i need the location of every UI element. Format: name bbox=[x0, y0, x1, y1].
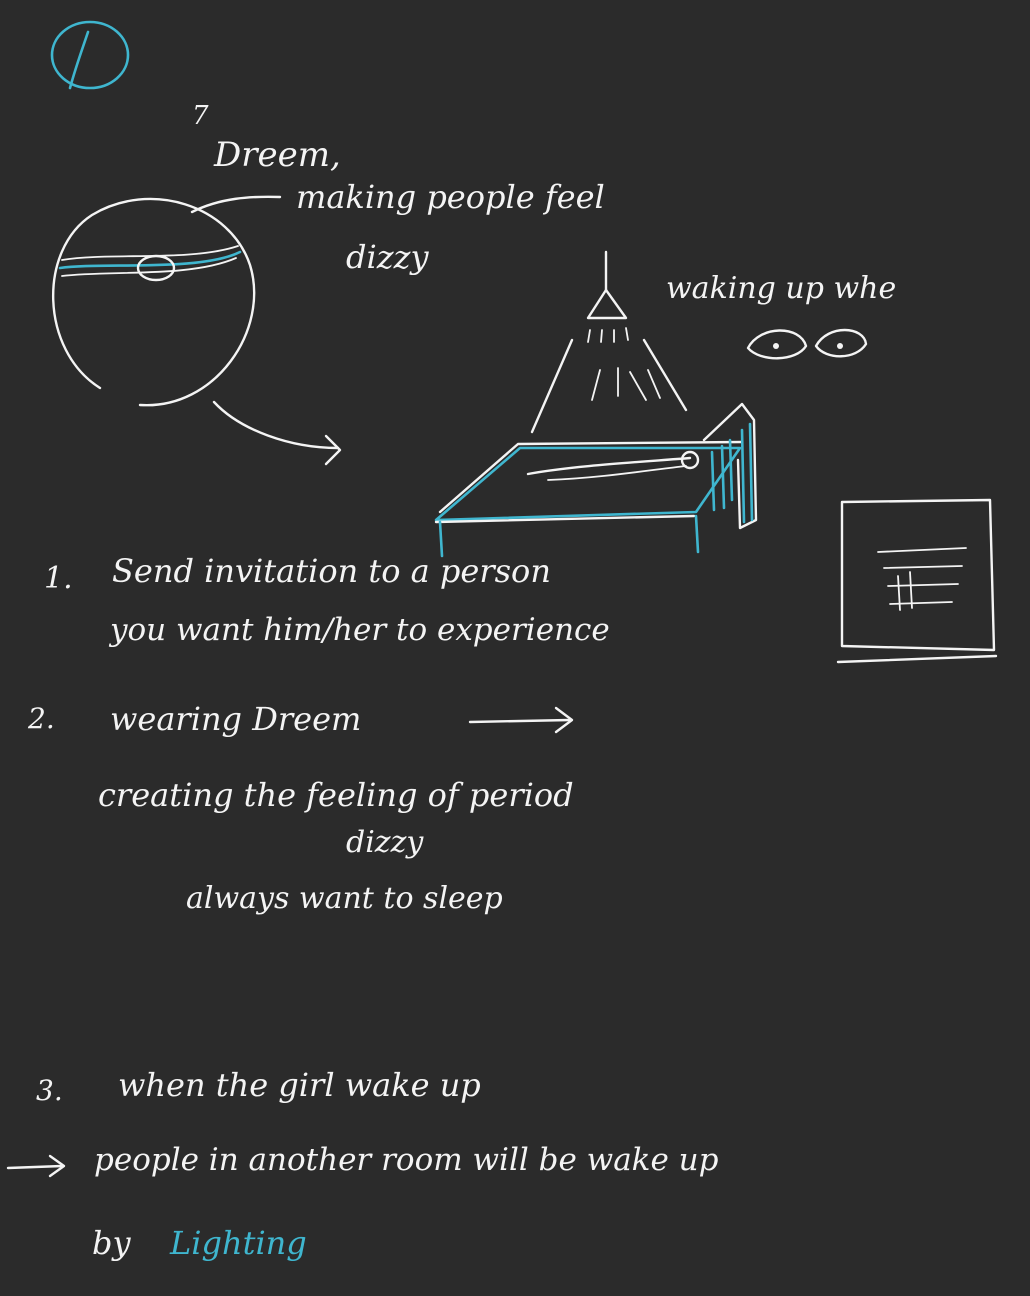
step-3-line3-highlight: Lighting bbox=[169, 1224, 307, 1262]
step-1-number: 1. bbox=[44, 561, 73, 596]
step-3-line2: people in another room will be wake up bbox=[94, 1142, 719, 1178]
paper-line-2 bbox=[883, 565, 963, 569]
headband bbox=[58, 250, 242, 270]
marker-circle bbox=[50, 20, 130, 90]
bed-icon bbox=[434, 402, 758, 558]
dreem-title: Dreem, bbox=[213, 135, 341, 175]
paper-border bbox=[840, 498, 996, 652]
head-with-band-icon bbox=[52, 195, 342, 466]
paper-line-3 bbox=[887, 583, 959, 587]
step-2-arrow-shaft bbox=[468, 718, 572, 724]
right-arrow-icon bbox=[468, 706, 574, 734]
step-3-arrow-shaft bbox=[6, 1164, 64, 1170]
lamp-shade bbox=[586, 288, 628, 320]
step-3-line3-prefix: by bbox=[92, 1224, 131, 1262]
paper-marks bbox=[897, 571, 913, 611]
step-1-line2: you want him/her to experience bbox=[108, 612, 610, 648]
lamp-rays-long bbox=[591, 367, 661, 401]
dreem-description-line1: making people feel bbox=[296, 178, 605, 216]
bed-frame-top bbox=[438, 440, 744, 514]
step-2-arrow-head bbox=[554, 706, 574, 734]
step-3-arrow-head bbox=[48, 1154, 66, 1178]
pointer-line bbox=[190, 195, 282, 214]
lamp-light-left bbox=[530, 338, 574, 434]
step-2-line3: dizzy bbox=[346, 825, 424, 860]
headband-bottom bbox=[61, 257, 237, 277]
dreem-number: 7 bbox=[192, 101, 209, 131]
step-3-number: 3. bbox=[36, 1074, 63, 1107]
paper-line-1 bbox=[877, 547, 967, 553]
left-eye bbox=[746, 329, 808, 360]
lamp-light-right bbox=[642, 338, 688, 412]
step-3-line1: when the girl wake up bbox=[118, 1066, 481, 1104]
curved-arrow bbox=[212, 400, 340, 450]
circle-one-icon bbox=[50, 20, 130, 90]
lamp-rays-short bbox=[587, 327, 629, 343]
sleeper-body bbox=[526, 456, 692, 476]
marker-stroke bbox=[68, 30, 90, 90]
bed-headboard bbox=[702, 402, 758, 530]
bed-headboard-bars bbox=[710, 422, 754, 524]
right-eye bbox=[814, 328, 868, 358]
ceiling-lamp-icon bbox=[530, 250, 688, 434]
bed-leg-front-right bbox=[694, 514, 700, 554]
right-arrow-icon bbox=[6, 1154, 66, 1178]
waking-up-label: waking up whe bbox=[666, 271, 896, 306]
step-2-line1: wearing Dreem bbox=[110, 700, 361, 738]
sleeper-blanket bbox=[547, 465, 687, 481]
curved-arrow-head bbox=[324, 434, 342, 466]
right-pupil bbox=[837, 343, 843, 349]
sleeper-head bbox=[680, 450, 700, 470]
dreem-description-line2: dizzy bbox=[346, 238, 429, 276]
step-1-line1: Send invitation to a person bbox=[112, 552, 551, 590]
lined-paper-icon bbox=[836, 498, 998, 664]
step-2-line2: creating the feeling of period bbox=[98, 776, 574, 814]
headband-top bbox=[61, 245, 239, 261]
step-2-number: 2. bbox=[27, 702, 55, 735]
headband-sensor bbox=[136, 254, 176, 282]
left-pupil bbox=[773, 343, 779, 349]
bed-frame-front bbox=[434, 514, 696, 524]
paper-base-line bbox=[836, 654, 998, 664]
open-eyes-icon bbox=[746, 328, 868, 360]
head-outline bbox=[52, 197, 256, 407]
bed-mattress bbox=[434, 446, 742, 522]
step-2-line4: always want to sleep bbox=[186, 881, 503, 916]
bed-leg-front-left bbox=[438, 520, 444, 558]
